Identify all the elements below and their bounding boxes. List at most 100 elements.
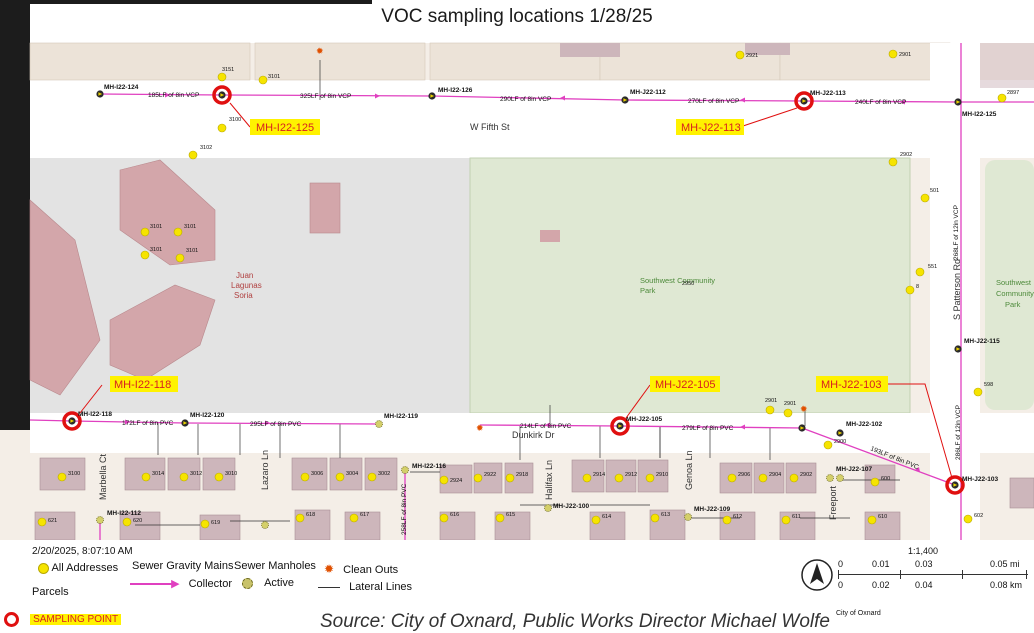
- legend-clean-outs: ✹ Clean Outs: [324, 562, 399, 576]
- callout-mh-j22-103[interactable]: MH-J22-103: [816, 376, 888, 392]
- address-label: 2922: [484, 472, 496, 478]
- place-juan-3: Soria: [234, 291, 253, 300]
- pipe-label: 270LF of 8in VCP: [688, 98, 739, 105]
- svg-text:MH-J22-113: MH-J22-113: [681, 122, 741, 134]
- street-dunkirk: Dunkirk Dr: [512, 430, 555, 440]
- address-label: 598: [984, 382, 993, 388]
- address-dot-icon: [38, 562, 49, 574]
- address-label: 3101: [150, 224, 162, 230]
- address-label: 621: [48, 518, 57, 524]
- address-label: 2901: [765, 398, 777, 404]
- mh-label: MH-J22-102: [846, 421, 883, 428]
- scale-mi-3: 0.05 mi: [990, 559, 1020, 569]
- scale-tick: [962, 570, 963, 579]
- pipe-label: 279LF of 8in PVC: [682, 425, 734, 432]
- clean-out-icon: ✹: [324, 562, 335, 576]
- street-lazaro: Lazaro Ln: [260, 450, 270, 490]
- address-label: 612: [733, 514, 742, 520]
- mh-label: MH-J22-103: [962, 476, 999, 483]
- svg-text:✹: ✹: [800, 404, 808, 414]
- mh-label: MH-J22-115: [964, 338, 1000, 345]
- address-label: 2906: [738, 472, 750, 478]
- scale-ratio: 1:1,400: [908, 546, 939, 556]
- agency-credit: City of Oxnard: [836, 610, 881, 617]
- active-manhole-icon: [242, 577, 253, 589]
- address-label: 619: [211, 520, 220, 526]
- pipe-label: 295LF of 8in PVC: [250, 421, 302, 428]
- community-park-right: [985, 160, 1034, 410]
- address-label: 2902: [800, 472, 812, 478]
- address-points: [37, 49, 1007, 529]
- sampling-ring-icon: [4, 612, 19, 627]
- callout-mh-j22-105[interactable]: MH-J22-105: [650, 376, 720, 392]
- street-genoa: Genoa Ln: [684, 450, 694, 490]
- sampling-points[interactable]: [62, 85, 965, 495]
- pipe-label: 258LF of 8in PVC: [401, 483, 408, 535]
- school-buildings: [29, 159, 341, 396]
- address-label: 8: [916, 284, 919, 290]
- street-marbella: Marbella Ct: [98, 453, 108, 500]
- address-label: 501: [930, 188, 939, 194]
- flow-arrows: [125, 92, 920, 472]
- pipe-label: 240LF of 8in VCP: [855, 99, 906, 106]
- north-arrow-icon: [801, 559, 833, 591]
- address-label: 2901: [784, 401, 796, 407]
- address-label: 610: [878, 514, 887, 520]
- scale-tick: [838, 570, 839, 579]
- pipe-label: 268LF of 12in VCP: [953, 205, 960, 260]
- place-park-right-1: Southwest: [996, 278, 1032, 287]
- address-label: 3101: [186, 248, 198, 254]
- address-label: 611: [792, 514, 801, 520]
- legend-active: Active: [242, 577, 294, 589]
- svg-text:MH-J22-103: MH-J22-103: [821, 379, 882, 391]
- address-label: 3002: [378, 471, 390, 477]
- address-label: 3014: [152, 471, 164, 477]
- mh-label: MH-J22-113: [810, 90, 846, 97]
- address-label: 3101: [268, 74, 280, 80]
- road-w-fifth: [30, 80, 1034, 158]
- park-building: [540, 230, 560, 242]
- legend-lateral-lines: Lateral Lines: [318, 581, 412, 593]
- mh-label: MH-I22-125: [962, 111, 997, 118]
- address-label: 2904: [769, 472, 781, 478]
- address-label: 3100: [229, 117, 241, 123]
- place-park-2: Park: [640, 286, 656, 295]
- address-label: 2900: [834, 439, 846, 445]
- place-juan-1: Juan: [236, 271, 253, 280]
- scale-mi-0: 0: [838, 559, 844, 569]
- address-label: 2910: [656, 472, 668, 478]
- collector-line-icon: [130, 583, 174, 586]
- pipe-label: 214LF of 8in PVC: [520, 423, 572, 430]
- svg-text:MH-J22-105: MH-J22-105: [655, 379, 716, 391]
- pipe-label: 172LF of 8in PVC: [122, 420, 174, 427]
- scale-km-3: 0.08 km: [990, 580, 1023, 590]
- address-label: 2897: [1007, 90, 1019, 96]
- scale-mi-2: 0.03: [915, 559, 933, 569]
- legend-sewer-manholes: Sewer Manholes: [234, 560, 316, 572]
- map-timestamp: 2/20/2025, 8:07:10 AM: [32, 546, 133, 557]
- mh-label: MH-I22-116: [412, 463, 446, 470]
- clean-outs: ✹✹✹: [316, 46, 808, 433]
- callout-mh-i22-118[interactable]: MH-I22-118: [110, 376, 178, 392]
- callout-mh-i22-125[interactable]: MH-I22-125: [250, 119, 320, 135]
- address-label: 602: [974, 513, 983, 519]
- address-label: 617: [360, 512, 369, 518]
- mh-label: MH-I22-118: [78, 411, 112, 418]
- callout-mh-j22-113[interactable]: MH-J22-113: [676, 119, 744, 135]
- street-freeport: Freeport: [828, 485, 838, 520]
- mh-label: MH-J22-109: [694, 506, 731, 513]
- road-s-patterson: [930, 43, 980, 540]
- scale-tick: [1026, 570, 1027, 579]
- callout-leaders: [79, 102, 953, 479]
- address-label: 3010: [225, 471, 237, 477]
- sewer-map[interactable]: ✹✹✹ W Fifth St S Patterson Rd Dunkirk Dr…: [0, 0, 1034, 540]
- road-dunkirk: [30, 413, 1034, 453]
- address-label: 2924: [450, 478, 462, 484]
- source-credit: Source: City of Oxnard, Public Works Dir…: [320, 611, 830, 632]
- legend-sewer-mains: Sewer Gravity Mains: [132, 560, 234, 572]
- map-legend: 2/20/2025, 8:07:10 AM All Addresses Parc…: [0, 540, 1034, 629]
- address-label: 613: [661, 512, 670, 518]
- address-label: 3012: [190, 471, 202, 477]
- street-w-fifth: W Fifth St: [470, 122, 510, 132]
- address-label: 2918: [516, 472, 528, 478]
